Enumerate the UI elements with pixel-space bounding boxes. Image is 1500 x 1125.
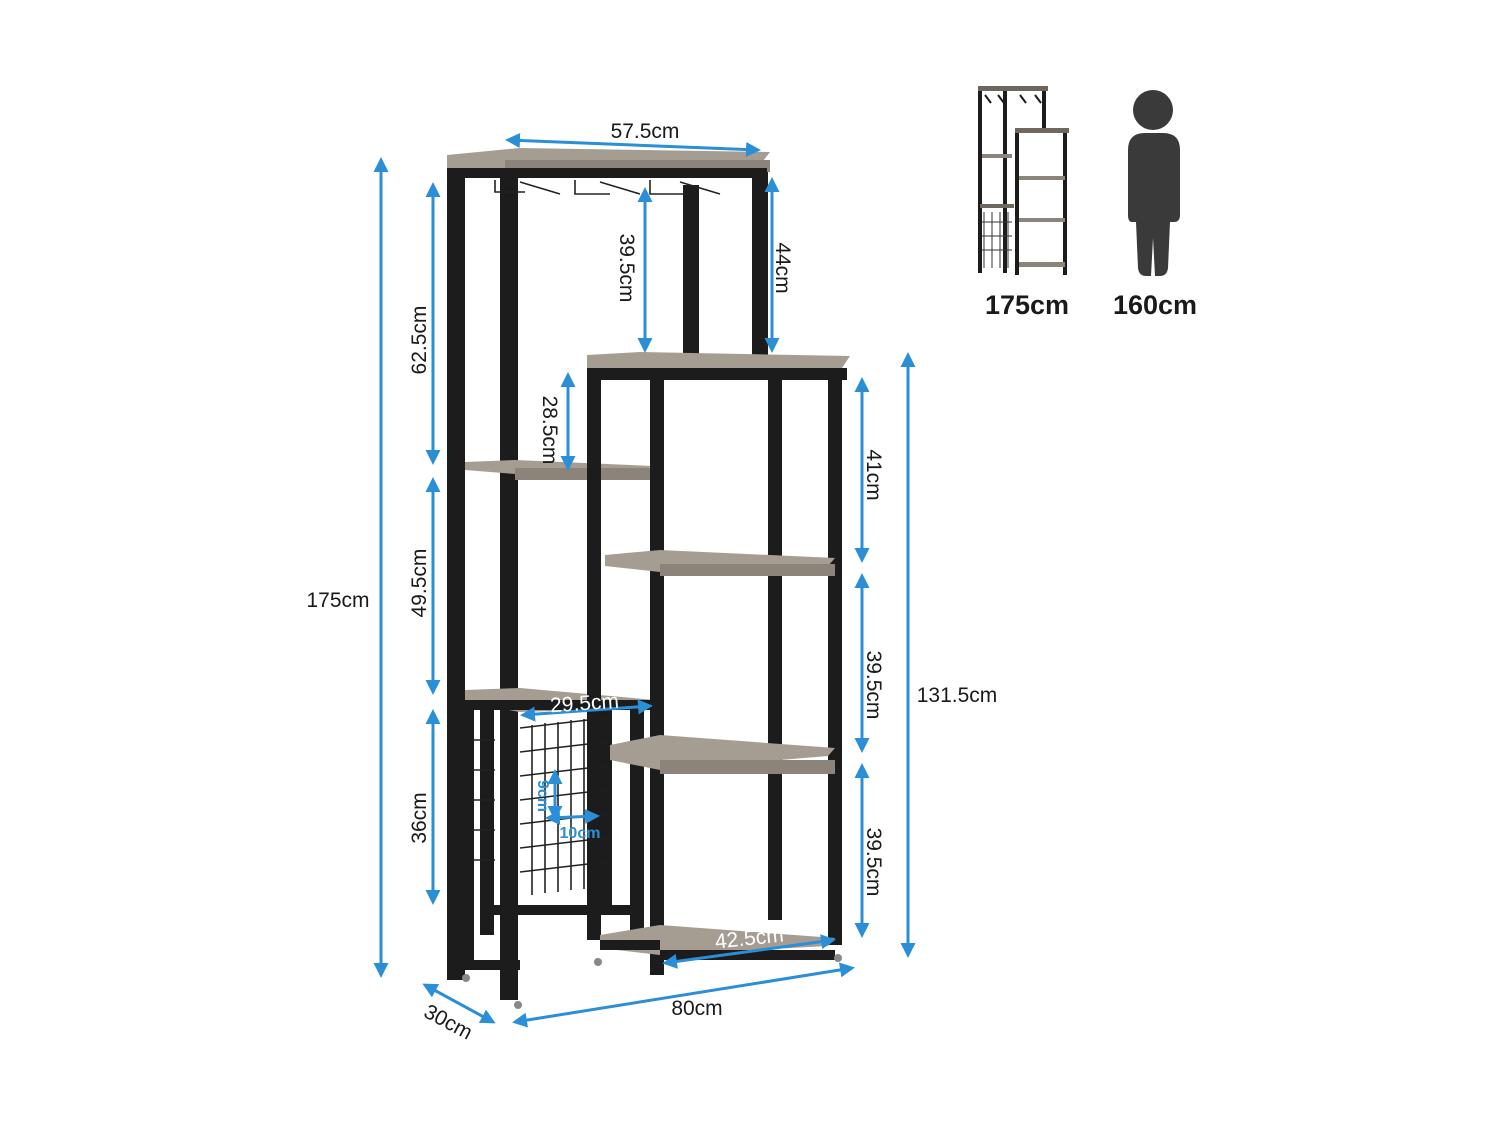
label-top-width: 57.5cm: [611, 120, 680, 143]
label-right-top-gap: 41cm: [862, 449, 885, 500]
height-comparison: 175cm 160cm: [978, 86, 1197, 320]
label-mesh-width: 10cm: [560, 825, 601, 842]
label-left-shelf-width: 29.5cm: [549, 690, 619, 718]
label-total-height: 175cm: [306, 589, 369, 612]
shelf-illustration: [447, 148, 850, 1009]
label-bottom-section: 36cm: [408, 792, 431, 843]
label-left-shelf-gap: 28.5cm: [538, 396, 561, 465]
label-right-height: 131.5cm: [917, 684, 998, 707]
label-mesh-height: 9cm: [534, 780, 551, 812]
label-right-mid-gap: 39.5cm: [862, 651, 885, 720]
label-middle-section: 49.5cm: [408, 549, 431, 618]
person-icon: [1128, 90, 1180, 276]
label-upper-right: 44cm: [771, 242, 794, 293]
label-glass-rack-depth: 39.5cm: [615, 234, 638, 303]
bookshelf-icon: [978, 86, 1069, 275]
label-upper-section: 62.5cm: [408, 306, 431, 375]
dimension-arrows: [373, 132, 916, 1028]
label-shelf-height: 175cm: [985, 290, 1069, 320]
label-person-height: 160cm: [1113, 290, 1197, 320]
label-right-bottom-gap: 39.5cm: [862, 828, 885, 897]
label-total-width: 80cm: [671, 997, 722, 1020]
